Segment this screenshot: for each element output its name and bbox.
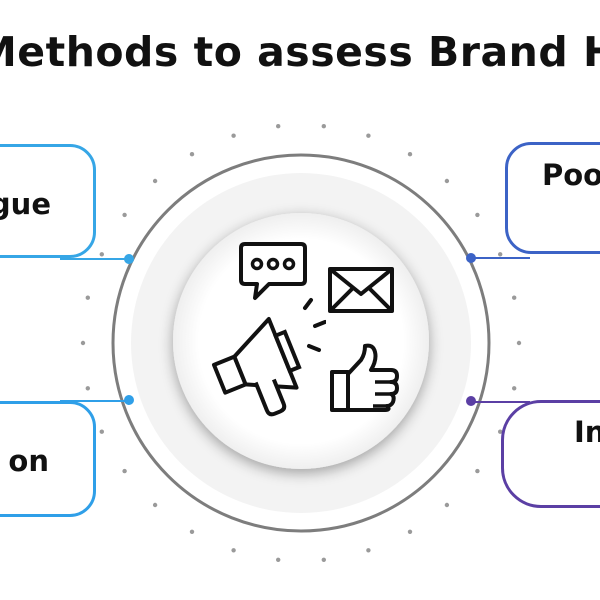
envelope-icon	[328, 267, 394, 313]
connector-bottom-right	[470, 401, 530, 403]
orbit-dot	[475, 212, 480, 218]
orbit-dot	[321, 124, 326, 129]
method-card-bottom-left: on	[0, 401, 96, 517]
method-label-top-left: ague	[0, 187, 51, 221]
orbit-dot	[444, 178, 450, 184]
marketing-icon-cluster	[195, 232, 410, 422]
node-bottom-right	[466, 396, 476, 406]
orbit-dot	[231, 548, 236, 553]
method-card-bottom-right: In I	[501, 400, 600, 508]
megaphone-icon	[211, 298, 326, 417]
method-card-top-right: Poo	[505, 142, 600, 254]
connector-top-left	[60, 258, 130, 260]
chat-bubble-icon	[239, 242, 307, 300]
orbit-dot	[122, 468, 127, 474]
node-top-right	[466, 253, 476, 263]
connector-top-right	[470, 257, 530, 259]
orbit-dot	[99, 252, 105, 257]
orbit-dot	[231, 133, 236, 138]
orbit-dot	[366, 133, 371, 138]
orbit-dot	[366, 548, 371, 553]
method-label-bottom-right: In	[574, 415, 600, 449]
outer-ring	[111, 153, 491, 533]
orbit-dot	[189, 529, 195, 534]
orbit-dot	[99, 429, 105, 434]
orbit-dot	[85, 386, 91, 391]
orbit-dot	[122, 212, 127, 218]
orbit-dot	[276, 557, 281, 562]
page-title: Methods to assess Brand Health	[0, 28, 600, 76]
orbit-dot	[516, 340, 522, 346]
node-top-left	[124, 254, 134, 264]
orbit-dot	[85, 295, 91, 300]
orbit-dot	[321, 557, 326, 562]
thumbs-up-icon	[330, 343, 399, 412]
node-bottom-left	[124, 395, 134, 405]
connector-bottom-left	[60, 400, 130, 402]
orbit-dot	[407, 529, 413, 534]
orbit-dot	[80, 340, 86, 346]
orbit-dot	[152, 178, 158, 184]
orbit-dot	[475, 468, 480, 474]
orbit-dot	[512, 386, 517, 391]
method-label-top-right: Poo	[542, 158, 600, 192]
orbit-dot	[276, 124, 281, 129]
orbit-dot	[152, 502, 158, 508]
orbit-dot	[498, 252, 503, 257]
method-card-top-left: ague	[0, 144, 96, 258]
orbit-dot	[407, 152, 413, 157]
orbit-dot	[444, 502, 450, 508]
orbit-dot	[512, 295, 517, 300]
orbit-dot	[189, 152, 195, 157]
method-label-bottom-left: on	[8, 444, 49, 478]
dotted-orbit	[80, 124, 522, 562]
